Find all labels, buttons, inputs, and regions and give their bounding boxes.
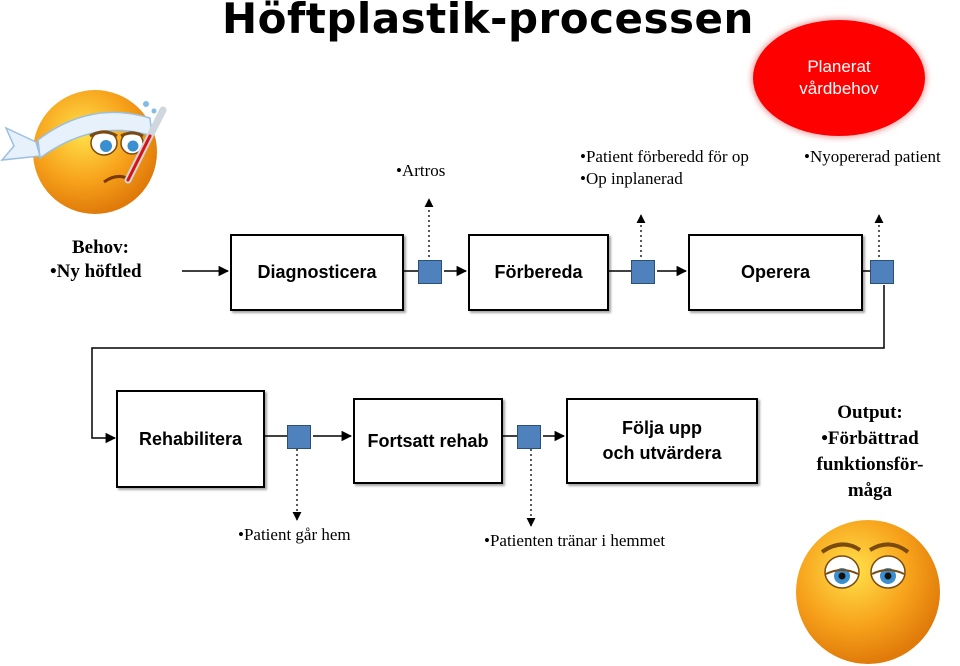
note-goes-home: •Patient går hem [238,525,351,544]
step-follow-up-line2: och utvärdera [602,443,722,463]
happy-face-icon [796,520,940,664]
connector-square-4 [287,425,311,449]
input-heading: Behov: [72,237,129,258]
step-prepare: Förbereda [468,234,609,311]
planned-care-line2: vårdbehov [799,79,879,98]
output-label: Output: •Förbättrad funktionsför- måga [790,400,950,504]
note-operated: •Nyopererad patient [804,147,941,166]
step-follow-up-line1: Följa upp [622,418,702,438]
note-trains-home: •Patienten tränar i hemmet [484,531,666,550]
step-follow-up: Följa upp och utvärdera [566,398,758,484]
connector-square-5 [517,425,541,449]
sick-face-with-thermometer-icon [0,90,167,214]
diagram-title: Höftplastik-processen [222,0,754,43]
step-rehab: Rehabilitera [116,390,265,488]
input-need: Behov: •Ny höftled [50,236,142,284]
note-prepared-line1: •Patient förberedd för op [580,147,749,166]
output-heading: Output: [837,402,903,423]
output-line2: funktionsför- [816,454,924,475]
connector-square-1 [418,260,442,284]
step-continued-rehab: Fortsatt rehab [353,398,503,484]
output-line3: måga [847,480,893,501]
note-prepared: •Patient förberedd för op •Op inplanerad [580,146,749,190]
planned-care-ellipse: Planerat vårdbehov [753,20,925,136]
connector-square-2 [631,260,655,284]
input-item: •Ny höftled [50,261,142,282]
planned-care-line1: Planerat [807,57,871,76]
step-operate: Operera [688,234,863,311]
output-line1: •Förbättrad [821,428,919,449]
connector-square-3 [870,260,894,284]
note-artros: •Artros [396,161,446,180]
note-prepared-line2: •Op inplanerad [580,169,683,188]
step-diagnose: Diagnosticera [230,234,404,311]
